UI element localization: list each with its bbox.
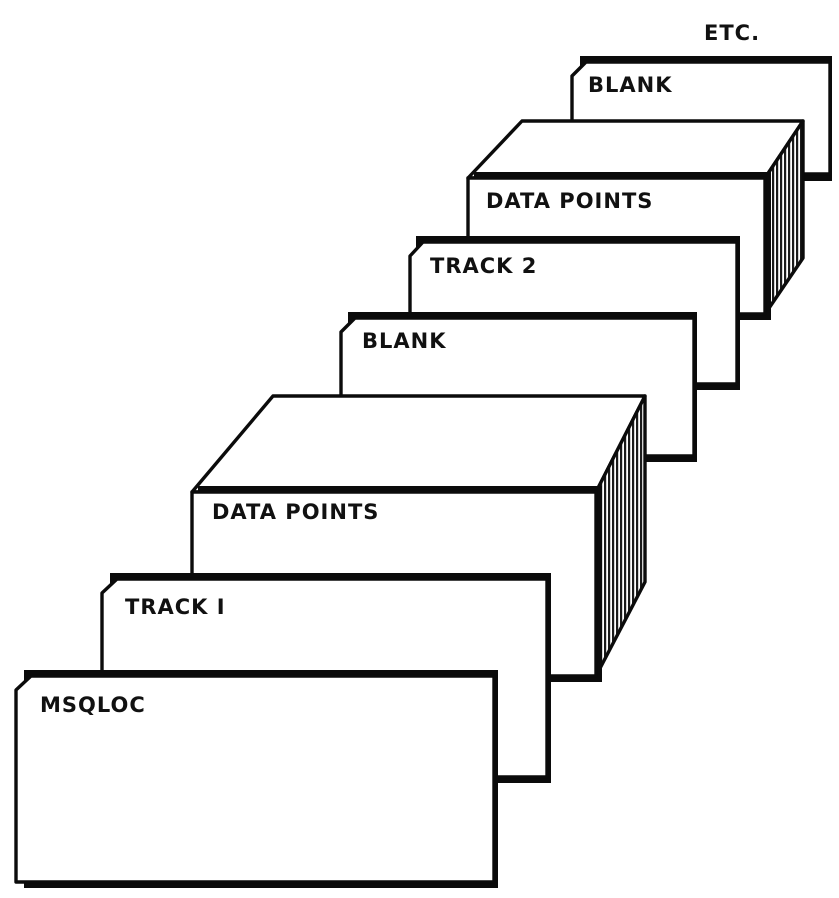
card-blank-top-label: BLANK	[588, 73, 673, 97]
card-data-points-2-label: DATA POINTS	[486, 189, 653, 213]
card-track-2-label: TRACK 2	[430, 254, 537, 278]
deck-top-face	[190, 394, 647, 494]
card-msqloc-label: MSQLOC	[40, 693, 146, 717]
card-data-points-1-label: DATA POINTS	[212, 500, 379, 524]
card-blank-label: BLANK	[362, 329, 447, 353]
card-msqloc: MSQLOC	[14, 670, 498, 888]
etc-label: ETC.	[704, 21, 760, 45]
card-track-1-label: TRACK I	[125, 595, 226, 619]
deck-top-face	[466, 119, 805, 180]
